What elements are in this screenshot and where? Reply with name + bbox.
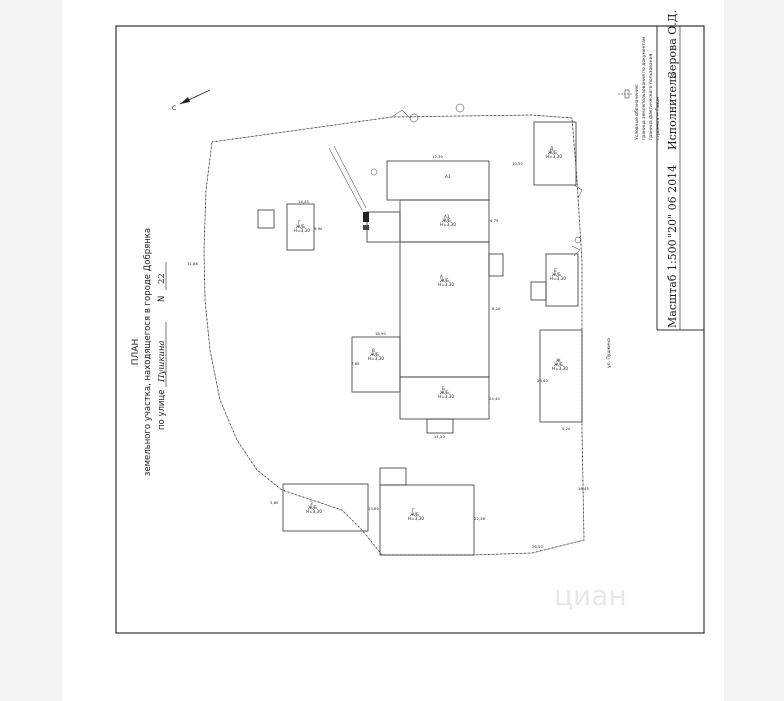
svg-text:9,90: 9,90 (314, 226, 323, 231)
legend-item-2: граница землепользования по документам (642, 37, 647, 140)
svg-text:14,45: 14,45 (298, 199, 309, 204)
svg-text:Ж/Б: Ж/Б (410, 512, 419, 517)
stamp-executor-label: Исполнитель (666, 73, 679, 150)
stamp-block: Масштаб 1:500 "20" 06 2014 Исполнитель З… (666, 10, 679, 328)
svg-text:В: В (372, 348, 375, 353)
title-street-prefix: по улице (157, 390, 167, 430)
watermark: циан (554, 579, 627, 612)
svg-text:31,88: 31,88 (187, 261, 198, 266)
svg-text:24,40: 24,40 (489, 396, 500, 401)
svg-text:Ж/Б: Ж/Б (554, 362, 563, 367)
legend-block: Условные обозначения: граница землепольз… (634, 37, 661, 140)
svg-text:3,60: 3,60 (270, 500, 279, 505)
svg-text:Е: Е (554, 268, 557, 273)
title-number-label: N (157, 296, 167, 302)
north-arrow-icon: С (172, 89, 211, 112)
svg-text:13,80: 13,80 (368, 506, 379, 511)
svg-text:Н=3,30: Н=3,30 (368, 356, 384, 361)
legend-item-1: Условные обозначения: (634, 84, 640, 140)
utility-lines (328, 103, 583, 257)
svg-text:16,45: 16,45 (578, 486, 589, 491)
stamp-date: "20" 06 2014 (666, 165, 679, 238)
svg-text:Н=3,30: Н=3,30 (408, 516, 424, 521)
svg-text:Б: Б (442, 386, 445, 391)
svg-text:С: С (172, 105, 176, 112)
lot-boundary (203, 114, 585, 556)
svg-text:18,90: 18,90 (375, 331, 386, 336)
street-label: ул. Пушкина (606, 338, 612, 368)
svg-text:10,50: 10,50 (512, 161, 523, 166)
lot-boundary-line (203, 114, 585, 556)
shed-small (257, 209, 275, 229)
svg-text:Н=3,30: Н=3,30 (294, 228, 310, 233)
title-line1: земельного участка, находящегося в город… (143, 228, 153, 476)
building-right-mid (545, 253, 579, 307)
svg-text:А1: А1 (444, 214, 450, 219)
stamp-scale: Масштаб 1:500 (666, 239, 679, 328)
svg-text:26,50: 26,50 (532, 544, 543, 549)
svg-text:Г: Г (298, 220, 301, 225)
building-bottom-center (379, 484, 475, 556)
svg-text:З: З (310, 501, 313, 506)
building-top-right (533, 121, 577, 186)
hatched-block (363, 212, 369, 230)
title-street: Пушкина (157, 340, 167, 383)
title-heading: ПЛАН (131, 339, 141, 365)
building-label: А1 (445, 174, 451, 179)
svg-text:Ж/Б: Ж/Б (552, 272, 561, 277)
svg-text:Д: Д (550, 146, 554, 151)
svg-text:Н=3,30: Н=3,30 (438, 282, 454, 287)
svg-text:Ж/Б: Ж/Б (296, 224, 305, 229)
svg-text:Н=3,30: Н=3,30 (552, 366, 568, 371)
dimension-labels: 12,30 10,50 6,75 8,20 24,40 18,90 7,65 1… (187, 154, 589, 549)
svg-text:Ж: Ж (556, 358, 561, 363)
svg-text:Н=3,30: Н=3,30 (438, 394, 454, 399)
legend-item-3: граница фактического пользования (648, 53, 654, 140)
svg-text:8,20: 8,20 (492, 306, 501, 311)
svg-text:Ж/Б: Ж/Б (440, 390, 449, 395)
title-number: 22 (157, 273, 167, 284)
svg-text:5,20: 5,20 (562, 426, 571, 431)
building-right-low (539, 329, 583, 423)
svg-text:Ж/Б: Ж/Б (440, 278, 449, 283)
svg-text:12,30: 12,30 (432, 154, 443, 159)
svg-text:Ж/Б: Ж/Б (548, 150, 557, 155)
svg-text:Ж/Б: Ж/Б (308, 505, 317, 510)
building-bottom-left (282, 483, 369, 532)
svg-text:7,65: 7,65 (351, 361, 360, 366)
document-sheet: Масштаб 1:500 "20" 06 2014 Исполнитель З… (62, 0, 724, 701)
title-block: ПЛАН земельного участка, находящегося в … (131, 228, 167, 476)
svg-text:Н=3,30: Н=3,30 (440, 222, 456, 227)
svg-text:6,75: 6,75 (490, 218, 499, 223)
svg-text:22,36: 22,36 (474, 516, 485, 521)
site-plan-drawing: Масштаб 1:500 "20" 06 2014 Исполнитель З… (115, 10, 705, 634)
svg-text:Ж/Б: Ж/Б (370, 352, 379, 357)
svg-text:Н=3,30: Н=3,30 (546, 154, 562, 159)
shed-left (286, 203, 315, 251)
legend-item-4: строения — Газон (655, 97, 661, 140)
svg-text:Г: Г (412, 508, 415, 513)
svg-text:Ж/Б: Ж/Б (442, 218, 451, 223)
building-label: А (440, 274, 443, 279)
svg-text:Н=3,30: Н=3,30 (306, 509, 322, 514)
svg-text:28,60: 28,60 (537, 378, 548, 383)
svg-text:11,20: 11,20 (434, 434, 445, 439)
svg-text:Н=3,30: Н=3,30 (550, 276, 566, 281)
stamp-executor-name: Зерова О.Д. (666, 10, 679, 78)
main-building-complex (351, 160, 504, 434)
